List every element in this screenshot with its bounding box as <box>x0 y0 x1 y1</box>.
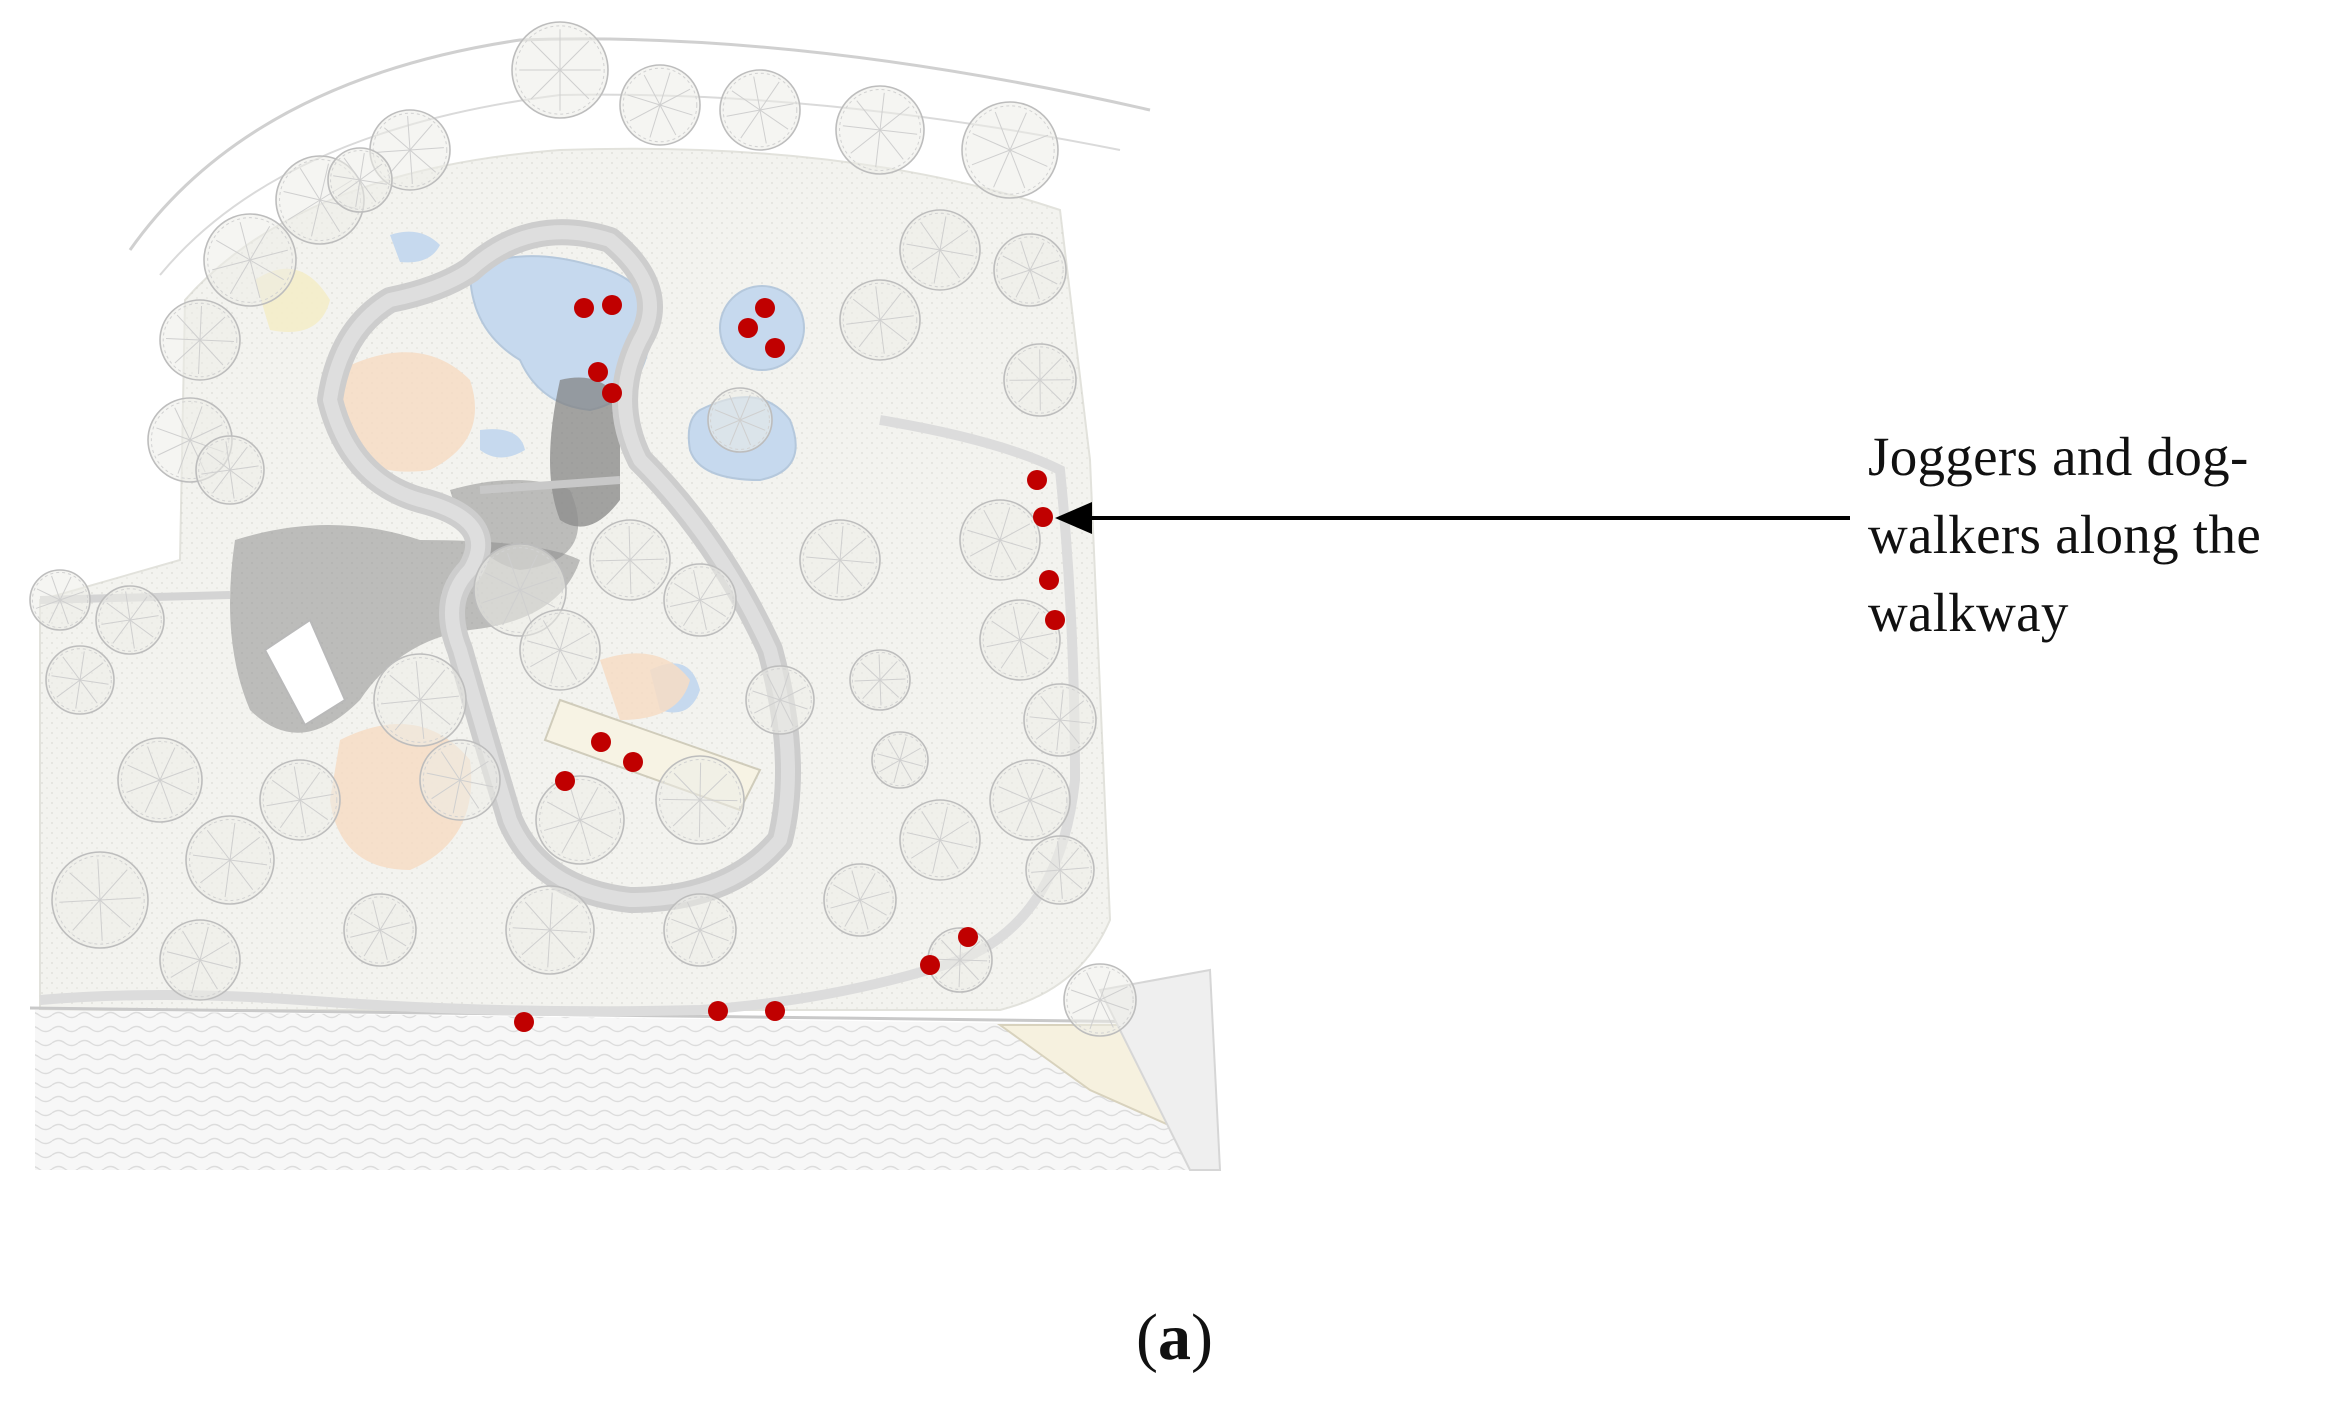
tree-canopy-icon <box>259 759 341 841</box>
tree-canopy-icon <box>95 585 165 655</box>
tree-canopy-icon <box>707 387 773 453</box>
annotation-arrow <box>1055 502 1850 534</box>
tree-canopy-layer <box>29 21 1137 1037</box>
tree-canopy-icon <box>745 665 815 735</box>
caption-close: ) <box>1191 1301 1213 1374</box>
tree-canopy-icon <box>195 435 265 505</box>
tree-canopy-icon <box>839 279 921 361</box>
tree-canopy-icon <box>511 21 609 119</box>
observation-dot-icon <box>708 1001 728 1021</box>
caption-open: ( <box>1136 1301 1158 1374</box>
tree-canopy-icon <box>979 599 1061 681</box>
observation-dot-icon <box>623 752 643 772</box>
observation-dot-icon <box>602 383 622 403</box>
observation-dot-icon <box>1033 507 1053 527</box>
tree-canopy-icon <box>159 299 241 381</box>
tree-canopy-icon <box>871 731 929 789</box>
tree-canopy-icon <box>519 609 601 691</box>
tree-canopy-icon <box>1003 343 1077 417</box>
tree-canopy-icon <box>959 499 1041 581</box>
observation-dot-icon <box>574 298 594 318</box>
annotation-label: Joggers and dog- walkers along the walkw… <box>1868 418 2338 652</box>
tree-canopy-icon <box>989 759 1071 841</box>
tree-canopy-icon <box>51 851 149 949</box>
waterfront <box>29 1006 1190 1170</box>
tree-canopy-icon <box>799 519 881 601</box>
tree-canopy-icon <box>373 653 467 747</box>
loop-path <box>317 219 801 913</box>
observation-dot-icon <box>1039 570 1059 590</box>
tree-canopy-icon <box>927 927 993 993</box>
tree-canopy-icon <box>343 893 417 967</box>
tree-canopy-icon <box>655 755 745 845</box>
tree-canopy-icon <box>1023 683 1097 757</box>
arrowhead-icon <box>1055 502 1092 534</box>
tree-canopy-icon <box>663 563 737 637</box>
observation-dot-icon <box>920 955 940 975</box>
tree-canopy-icon <box>1063 963 1137 1037</box>
tree-canopy-icon <box>961 101 1059 199</box>
observation-dots <box>514 295 1065 1032</box>
tree-canopy-icon <box>835 85 925 175</box>
observation-dot-icon <box>738 318 758 338</box>
observation-dot-icon <box>1045 610 1065 630</box>
annotation-line-3: walkway <box>1868 582 2069 643</box>
tree-canopy-icon <box>505 885 595 975</box>
tree-canopy-icon <box>619 64 701 146</box>
tree-canopy-icon <box>589 519 671 601</box>
tree-canopy-icon <box>185 815 275 905</box>
observation-dot-icon <box>602 295 622 315</box>
observation-dot-icon <box>514 1012 534 1032</box>
tree-canopy-icon <box>663 893 737 967</box>
tree-canopy-icon <box>899 799 981 881</box>
observation-dot-icon <box>555 771 575 791</box>
observation-dot-icon <box>1027 470 1047 490</box>
tree-canopy-icon <box>159 919 241 1001</box>
tree-canopy-icon <box>45 645 115 715</box>
tree-canopy-icon <box>719 69 801 151</box>
tree-canopy-icon <box>419 739 501 821</box>
annotation-line-2: walkers along the <box>1868 504 2262 565</box>
observation-dot-icon <box>588 362 608 382</box>
observation-dot-icon <box>591 732 611 752</box>
tree-canopy-icon <box>823 863 897 937</box>
observation-dot-icon <box>765 338 785 358</box>
observation-dot-icon <box>755 298 775 318</box>
tree-canopy-icon <box>899 209 981 291</box>
observation-dot-icon <box>958 927 978 947</box>
tree-canopy-icon <box>203 213 297 307</box>
tree-canopy-icon <box>993 233 1067 307</box>
tree-canopy-icon <box>535 775 625 865</box>
caption-label: a <box>1158 1301 1191 1374</box>
figure-caption: (a) <box>0 1300 2349 1376</box>
tree-canopy-icon <box>1025 835 1095 905</box>
annotation-line-1: Joggers and dog- <box>1868 426 2249 487</box>
observation-dot-icon <box>765 1001 785 1021</box>
tree-canopy-icon <box>117 737 203 823</box>
tree-canopy-icon <box>327 147 393 213</box>
tree-canopy-icon <box>849 649 911 711</box>
tree-canopy-icon <box>29 569 91 631</box>
